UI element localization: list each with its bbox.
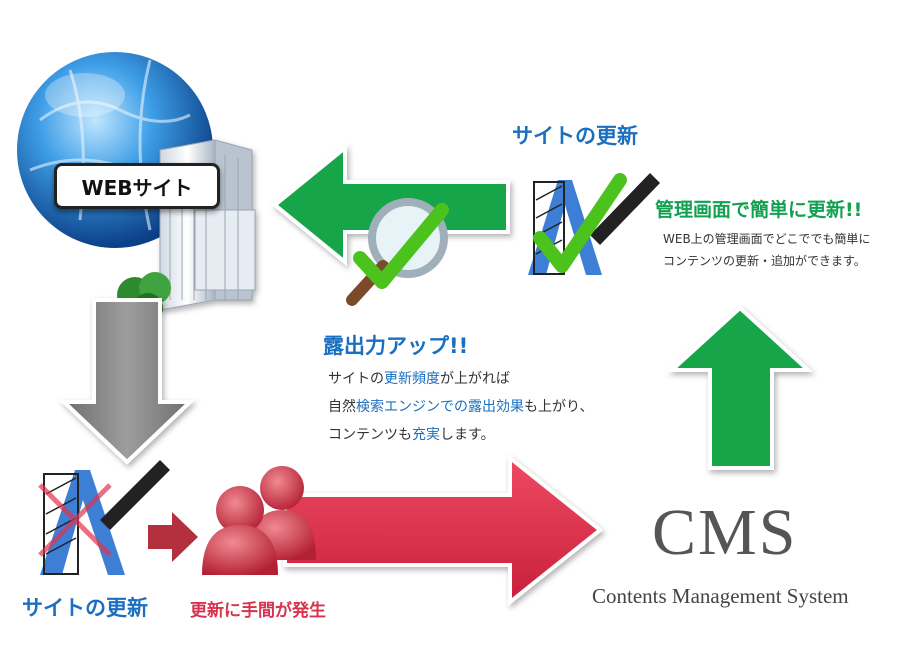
hassle-label: 更新に手間が発生 [190, 601, 326, 621]
cms-logo: CMS [652, 496, 798, 569]
exposure-title: 露出力アップ!! [323, 334, 469, 358]
cms-arrow-up [666, 305, 814, 470]
cms-subtitle: Contents Management System [592, 584, 849, 608]
description-line-1: WEB上の管理画面でどこででも簡単に [663, 232, 871, 246]
small-red-arrow [148, 512, 198, 562]
exposure-line-1: サイトの更新頻度が上がれば [328, 371, 510, 387]
big-red-arrow [283, 453, 604, 607]
web-site-label: WEBサイト [54, 163, 220, 209]
description-line-2: コンテンツの更新・追加ができます。 [663, 254, 866, 268]
hassle-arrow-down [59, 298, 195, 465]
exposure-body: サイトの更新頻度が上がれば 自然検索エンジンでの露出効果も上がり、 コンテンツも… [328, 365, 593, 449]
top-update-headline: 管理画面で簡単に更新!! [655, 199, 863, 221]
edit-a-cross-icon [38, 460, 170, 575]
top-update-title: サイトの更新 [512, 124, 638, 148]
edit-a-check-icon [528, 173, 660, 275]
exposure-line-3: コンテンツも充実します。 [328, 427, 495, 443]
top-update-description: WEB上の管理画面でどこででも簡単に コンテンツの更新・追加ができます。 [663, 228, 870, 272]
exposure-line-2: 自然検索エンジンでの露出効果も上がり、 [328, 399, 594, 415]
magnifier-check-icon [346, 198, 449, 306]
people-icon [202, 466, 316, 575]
bottom-update-title: サイトの更新 [22, 596, 148, 620]
